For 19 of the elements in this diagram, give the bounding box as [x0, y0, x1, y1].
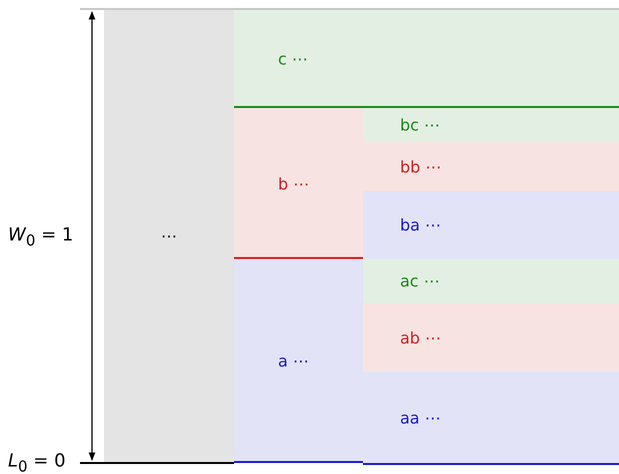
interval-label: aa ⋯: [400, 408, 441, 427]
interval-label: b ⋯: [278, 174, 310, 193]
interval-band: [363, 259, 619, 305]
interval-label: bc ⋯: [400, 116, 440, 134]
interval-label: ab ⋯: [400, 328, 442, 347]
interval-band: [363, 191, 619, 261]
interval-label: ba ⋯: [400, 216, 442, 234]
ellipsis-column: [104, 9, 234, 463]
interval-band: [234, 259, 619, 463]
dimension-label: L$_{0}$ = 0: [8, 450, 66, 474]
interval-band: [363, 108, 619, 144]
interval-label: bb ⋯: [400, 157, 442, 176]
interval-label: a ⋯: [278, 352, 309, 370]
interval-band: [234, 9, 619, 108]
interval-label: c ⋯: [278, 49, 308, 68]
interval-band: [363, 372, 619, 465]
interval-label: ac ⋯: [400, 272, 440, 290]
ellipsis-text: ⋯: [161, 226, 177, 246]
interval-band: [234, 108, 619, 259]
